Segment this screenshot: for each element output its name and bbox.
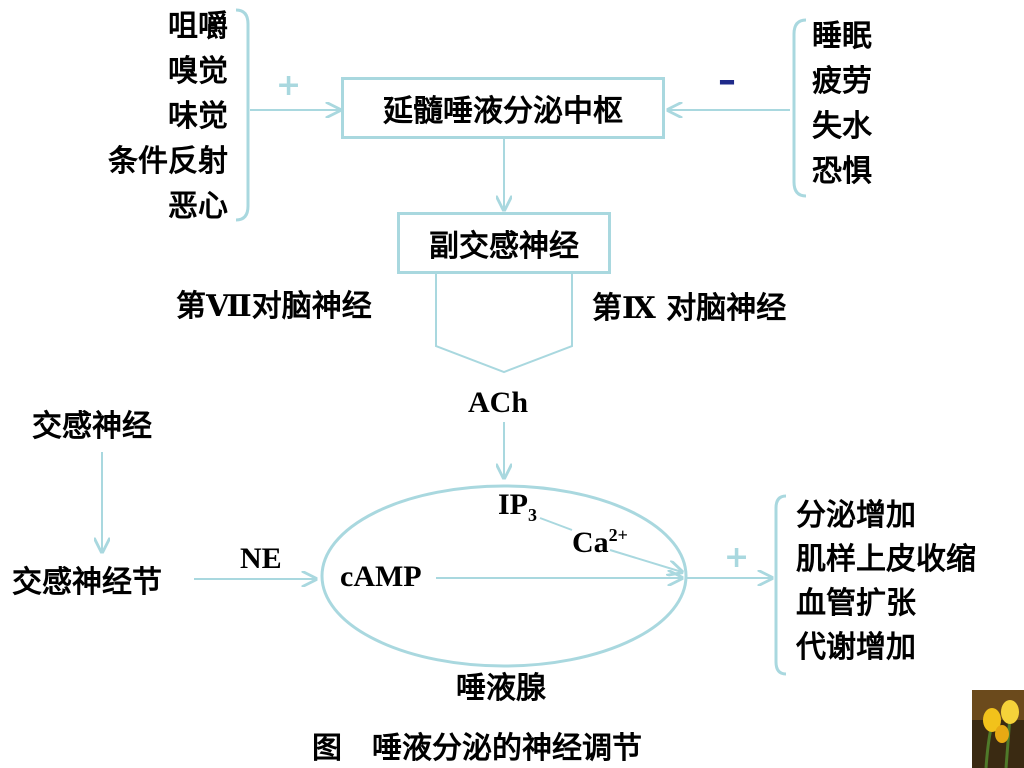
effects-plus-sign: + (724, 540, 750, 575)
stimulus-item: 咀嚼 (168, 9, 228, 44)
stimulus-item: 味觉 (168, 99, 228, 134)
effects-bracket (774, 494, 787, 676)
salivary-gland-ellipse (320, 484, 688, 668)
camp-label: cAMP (340, 560, 422, 593)
ip3-to-ca-line (539, 517, 573, 531)
parasympathetic-label: 副交感神经 (429, 229, 579, 264)
arrow-ca-to-edge (609, 549, 682, 572)
medulla-salivary-center-box: 延髓唾液分泌中枢 (341, 77, 665, 139)
figure-caption: 图 唾液分泌的神经调节 (312, 731, 642, 766)
right-stimuli-bracket (792, 18, 807, 198)
stimulus-item: 嗅觉 (168, 54, 228, 89)
ip3-label: IP3 (498, 488, 537, 525)
cranial-nerve-ix-label: 第Ⅸ 对脑神经 (592, 291, 787, 326)
sympathetic-ganglion-label: 交感神经节 (12, 565, 162, 600)
inhibitor-item: 疲劳 (812, 64, 872, 99)
salivary-gland-label: 唾液腺 (456, 671, 546, 706)
ach-label: ACh (468, 386, 529, 419)
left-stimuli-bracket (235, 8, 250, 222)
inhibitory-stimuli-list: 睡眠 疲劳 失水 恐惧 (812, 14, 872, 194)
parasympathetic-box: 副交感神经 (397, 212, 611, 274)
stimulus-item: 条件反射 (108, 144, 228, 179)
effect-item: 分泌增加 (796, 498, 916, 533)
inhibitory-minus-sign: – (718, 60, 736, 101)
effect-item: 肌样上皮收缩 (796, 542, 976, 577)
effect-item: 代谢增加 (796, 630, 916, 665)
inhibitor-item: 失水 (812, 109, 872, 144)
ne-label: NE (240, 542, 282, 575)
calcium-label: Ca2+ (572, 525, 628, 559)
cranial-nerve-vii-label: 第Ⅶ对脑神经 (176, 289, 372, 324)
nerve-converge-lines (435, 272, 573, 374)
stimulus-item: 恶心 (168, 189, 228, 224)
tulip-decoration-image (972, 690, 1024, 768)
effects-list: 分泌增加 肌样上皮收缩 血管扩张 代谢增加 (796, 494, 976, 670)
inhibitor-item: 睡眠 (812, 19, 872, 54)
excitatory-stimuli-list: 咀嚼 嗅觉 味觉 条件反射 恶心 (108, 4, 228, 229)
excitatory-plus-sign: + (276, 68, 302, 103)
sympathetic-nerve-label: 交感神经 (32, 409, 152, 444)
effect-item: 血管扩张 (796, 586, 916, 621)
inhibitor-item: 恐惧 (812, 154, 872, 189)
medulla-center-label: 延髓唾液分泌中枢 (383, 94, 623, 129)
